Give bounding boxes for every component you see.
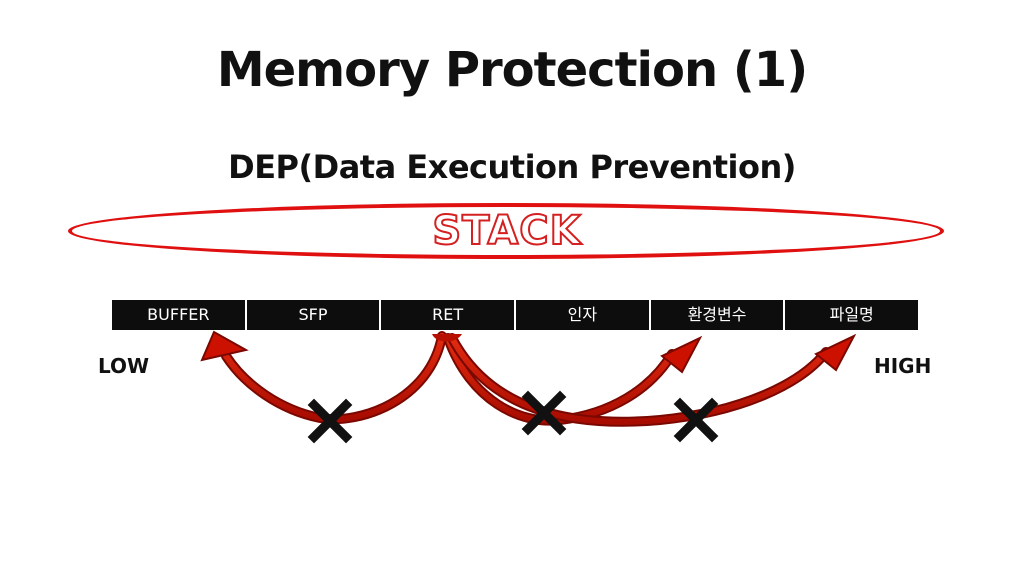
arrow-to-buffer bbox=[200, 330, 447, 425]
stack-layout-bar: BUFFER SFP RET 인자 환경변수 파일명 bbox=[112, 300, 918, 330]
page-subtitle: DEP(Data Execution Prevention) bbox=[228, 148, 796, 186]
stack-ellipse bbox=[68, 203, 944, 259]
stack-cell-args: 인자 bbox=[516, 300, 651, 330]
stack-cell-ret: RET bbox=[381, 300, 517, 330]
high-address-label: HIGH bbox=[874, 354, 932, 378]
stack-cell-filename: 파일명 bbox=[829, 305, 874, 324]
arrow-to-filename bbox=[447, 333, 857, 427]
blocked-x-icon bbox=[307, 398, 353, 444]
stack-cell-buffer: BUFFER bbox=[112, 300, 247, 330]
stack-cell-env: 환경변수 bbox=[651, 300, 786, 330]
low-address-label: LOW bbox=[98, 354, 150, 378]
blocked-x-icon bbox=[521, 390, 567, 436]
stack-label: STACK bbox=[431, 207, 582, 255]
ret-arrow-origin bbox=[432, 334, 462, 342]
blocked-x-icon bbox=[673, 397, 719, 443]
page-title: Memory Protection (1) bbox=[216, 42, 808, 98]
stack-cell-sfp: SFP bbox=[247, 300, 382, 330]
